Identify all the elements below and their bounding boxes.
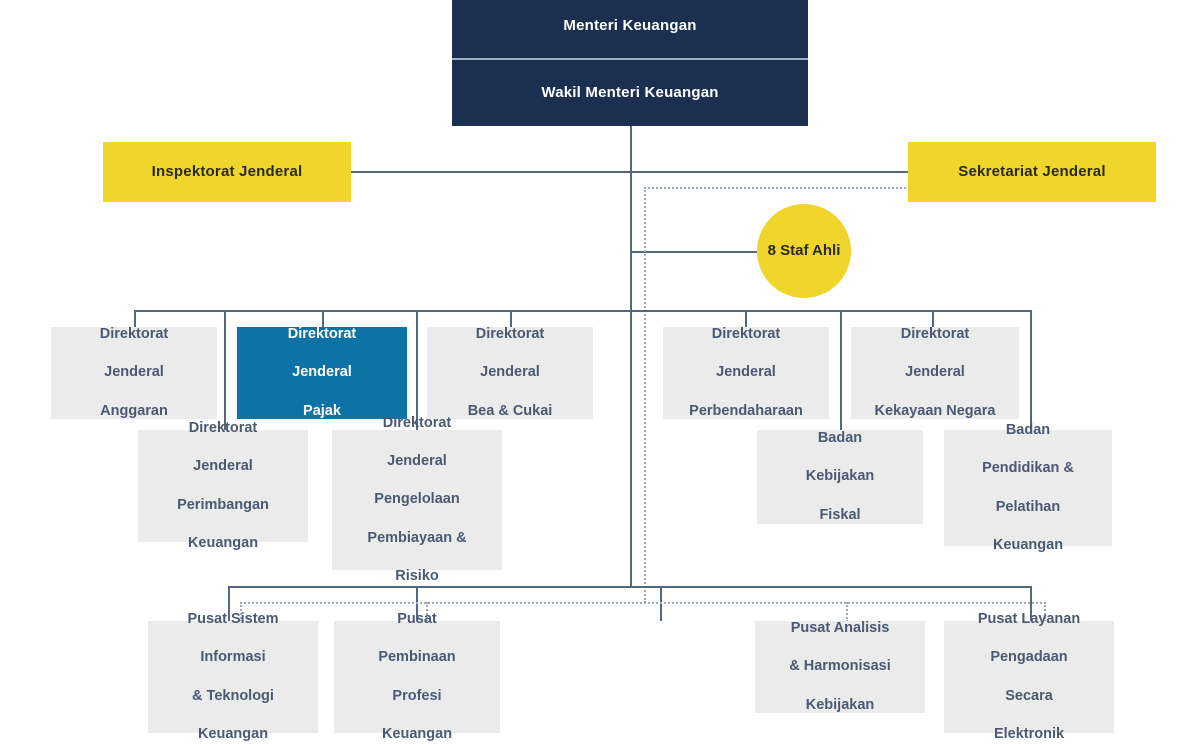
node-ditjen-pengelolaan-pembiayaan-risiko-label: Direktorat Jenderal Pengelolaan Pembiaya… — [367, 414, 467, 584]
node-ditjen-anggaran-label: Direktorat Jenderal Anggaran — [99, 326, 169, 419]
node-inspektorat-jenderal[interactable]: Inspektorat Jenderal — [103, 142, 351, 202]
connector-sekretariat-dotted-vertical — [644, 187, 646, 603]
connector-dotted-drop-pppk — [426, 602, 428, 622]
connector-sekretariat-dotted-horizontal — [644, 187, 910, 189]
node-pusat-sistem-informasi-teknologi-keuangan[interactable]: Pusat Sistem Informasi & Teknologi Keuan… — [148, 611, 318, 742]
connector-drop-psitk — [228, 586, 230, 621]
node-badan-kebijakan-fiskal[interactable]: Badan Kebijakan Fiskal — [757, 430, 923, 524]
org-chart: Menteri Keuangan Wakil Menteri Keuangan … — [51, 0, 1156, 742]
connector-trunk-main — [630, 126, 632, 588]
connector-level3-bar — [134, 310, 1032, 312]
node-sekretariat-jenderal-label: Sekretariat Jenderal — [958, 163, 1106, 181]
node-pusat-pembinaan-profesi-keuangan-label: Pusat Pembinaan Profesi Keuangan — [378, 611, 456, 742]
connector-staf-ahli — [630, 251, 760, 253]
node-pusat-analisis-harmonisasi-kebijakan-label: Pusat Analisis & Harmonisasi Kebijakan — [789, 620, 891, 713]
connector-dotted-drop-pahk — [846, 602, 848, 622]
node-ditjen-pajak[interactable]: Direktorat Jenderal Pajak — [237, 326, 407, 419]
node-badan-pendidikan-pelatihan-keuangan-label: Badan Pendidikan & Pelatihan Keuangan — [982, 422, 1074, 553]
node-ditjen-bea-cukai[interactable]: Direktorat Jenderal Bea & Cukai — [427, 326, 593, 419]
node-ditjen-bea-cukai-label: Direktorat Jenderal Bea & Cukai — [467, 326, 553, 419]
connector-drop-bppk — [1030, 310, 1032, 430]
connector-level2-bar — [350, 171, 910, 173]
node-ditjen-pajak-label: Direktorat Jenderal Pajak — [287, 326, 357, 419]
connector-pusat-bar — [228, 586, 1032, 588]
connector-drop-perimbangan — [224, 310, 226, 430]
node-wakil-menteri-keuangan[interactable]: Wakil Menteri Keuangan — [452, 58, 808, 126]
node-sekretariat-jenderal[interactable]: Sekretariat Jenderal — [908, 142, 1156, 202]
connector-drop-bkf — [840, 310, 842, 430]
connector-drop-kekayaan — [932, 310, 934, 327]
node-staf-ahli-label: 8 Staf Ahli — [767, 242, 841, 260]
node-badan-pendidikan-pelatihan-keuangan[interactable]: Badan Pendidikan & Pelatihan Keuangan — [944, 422, 1112, 553]
node-pusat-pembinaan-profesi-keuangan[interactable]: Pusat Pembinaan Profesi Keuangan — [334, 611, 500, 742]
connector-drop-pengelolaan — [416, 310, 418, 430]
node-ditjen-kekayaan-negara[interactable]: Direktorat Jenderal Kekayaan Negara — [851, 326, 1019, 419]
connector-dotted-drop-psitk — [240, 602, 242, 622]
node-pusat-analisis-harmonisasi-kebijakan[interactable]: Pusat Analisis & Harmonisasi Kebijakan — [755, 620, 925, 713]
node-pusat-layanan-pengadaan-secara-elektronik[interactable]: Pusat Layanan Pengadaan Secara Elektroni… — [944, 611, 1114, 742]
connector-drop-beacukai — [510, 310, 512, 327]
node-menteri-keuangan[interactable]: Menteri Keuangan — [452, 0, 808, 58]
node-menteri-keuangan-label: Menteri Keuangan — [563, 17, 697, 35]
node-staf-ahli[interactable]: 8 Staf Ahli — [757, 204, 851, 298]
node-inspektorat-jenderal-label: Inspektorat Jenderal — [151, 163, 303, 181]
node-badan-kebijakan-fiskal-label: Badan Kebijakan Fiskal — [805, 430, 875, 523]
connector-dotted-drop-plpse — [1044, 602, 1046, 622]
connector-pusat-dotted-bar — [240, 602, 1046, 604]
node-ditjen-perimbangan-keuangan-label: Direktorat Jenderal Perimbangan Keuangan — [177, 420, 269, 551]
node-ditjen-kekayaan-negara-label: Direktorat Jenderal Kekayaan Negara — [874, 326, 996, 419]
node-ditjen-pengelolaan-pembiayaan-risiko[interactable]: Direktorat Jenderal Pengelolaan Pembiaya… — [332, 415, 502, 584]
connector-drop-pajak — [322, 310, 324, 327]
node-pusat-layanan-pengadaan-secara-elektronik-label: Pusat Layanan Pengadaan Secara Elektroni… — [977, 611, 1081, 742]
node-ditjen-perbendaharaan-label: Direktorat Jenderal Perbendaharaan — [689, 326, 803, 419]
connector-drop-perbendaharaan — [745, 310, 747, 327]
node-ditjen-perbendaharaan[interactable]: Direktorat Jenderal Perbendaharaan — [663, 326, 829, 419]
node-ditjen-perimbangan-keuangan[interactable]: Direktorat Jenderal Perimbangan Keuangan — [138, 420, 308, 551]
connector-drop-anggaran — [134, 310, 136, 327]
node-ditjen-anggaran[interactable]: Direktorat Jenderal Anggaran — [51, 326, 217, 419]
node-pusat-sistem-informasi-teknologi-keuangan-label: Pusat Sistem Informasi & Teknologi Keuan… — [187, 611, 279, 742]
node-wakil-menteri-keuangan-label: Wakil Menteri Keuangan — [541, 84, 719, 102]
